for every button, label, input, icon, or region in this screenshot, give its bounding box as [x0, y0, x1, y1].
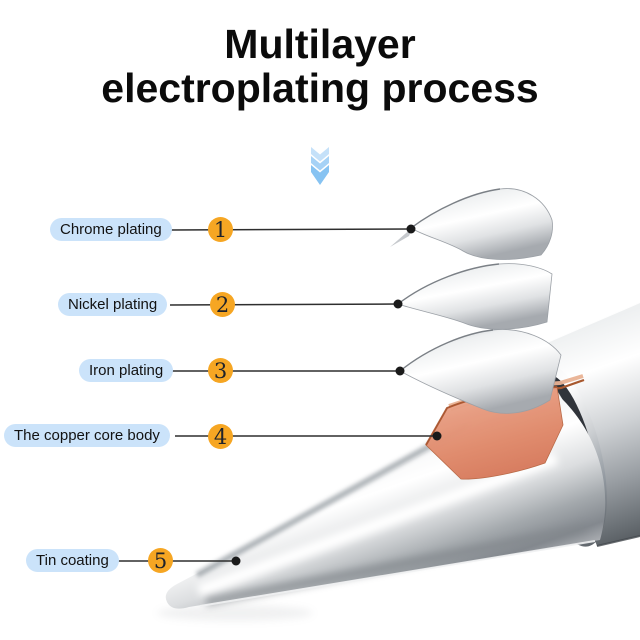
step-badge-5: 5 [148, 548, 173, 573]
page-title: Multilayer electroplating process [0, 22, 640, 110]
callout-dot-4 [432, 431, 442, 441]
label-pill-tin-coating: Tin coating [26, 549, 119, 572]
tip-shadow [157, 605, 313, 621]
plating-sheet-chrome [390, 188, 553, 260]
title-line-2: electroplating process [101, 65, 539, 111]
chevron-down-icon [311, 147, 329, 185]
label-pill-copper-core-body: The copper core body [4, 424, 170, 447]
callout-dot-2 [393, 299, 403, 309]
callout-line-2 [169, 303, 399, 306]
plating-sheet-nickel [397, 263, 553, 330]
step-badge-3: 3 [208, 358, 233, 383]
label-pill-chrome-plating: Chrome plating [50, 218, 172, 241]
plating-sheet-iron [399, 329, 562, 414]
label-pill-iron-plating: Iron plating [79, 359, 174, 382]
callout-line-1 [169, 228, 412, 231]
callout-dot-3 [395, 366, 405, 376]
callout-dots [231, 224, 442, 566]
label-pill-nickel-plating: Nickel plating [58, 293, 168, 316]
step-badge-1: 1 [208, 217, 233, 242]
callout-dot-1 [406, 224, 416, 234]
step-badge-2: 2 [210, 292, 235, 317]
title-line-1: Multilayer [224, 21, 416, 67]
callout-dot-5 [231, 556, 241, 566]
step-badge-4: 4 [208, 424, 233, 449]
